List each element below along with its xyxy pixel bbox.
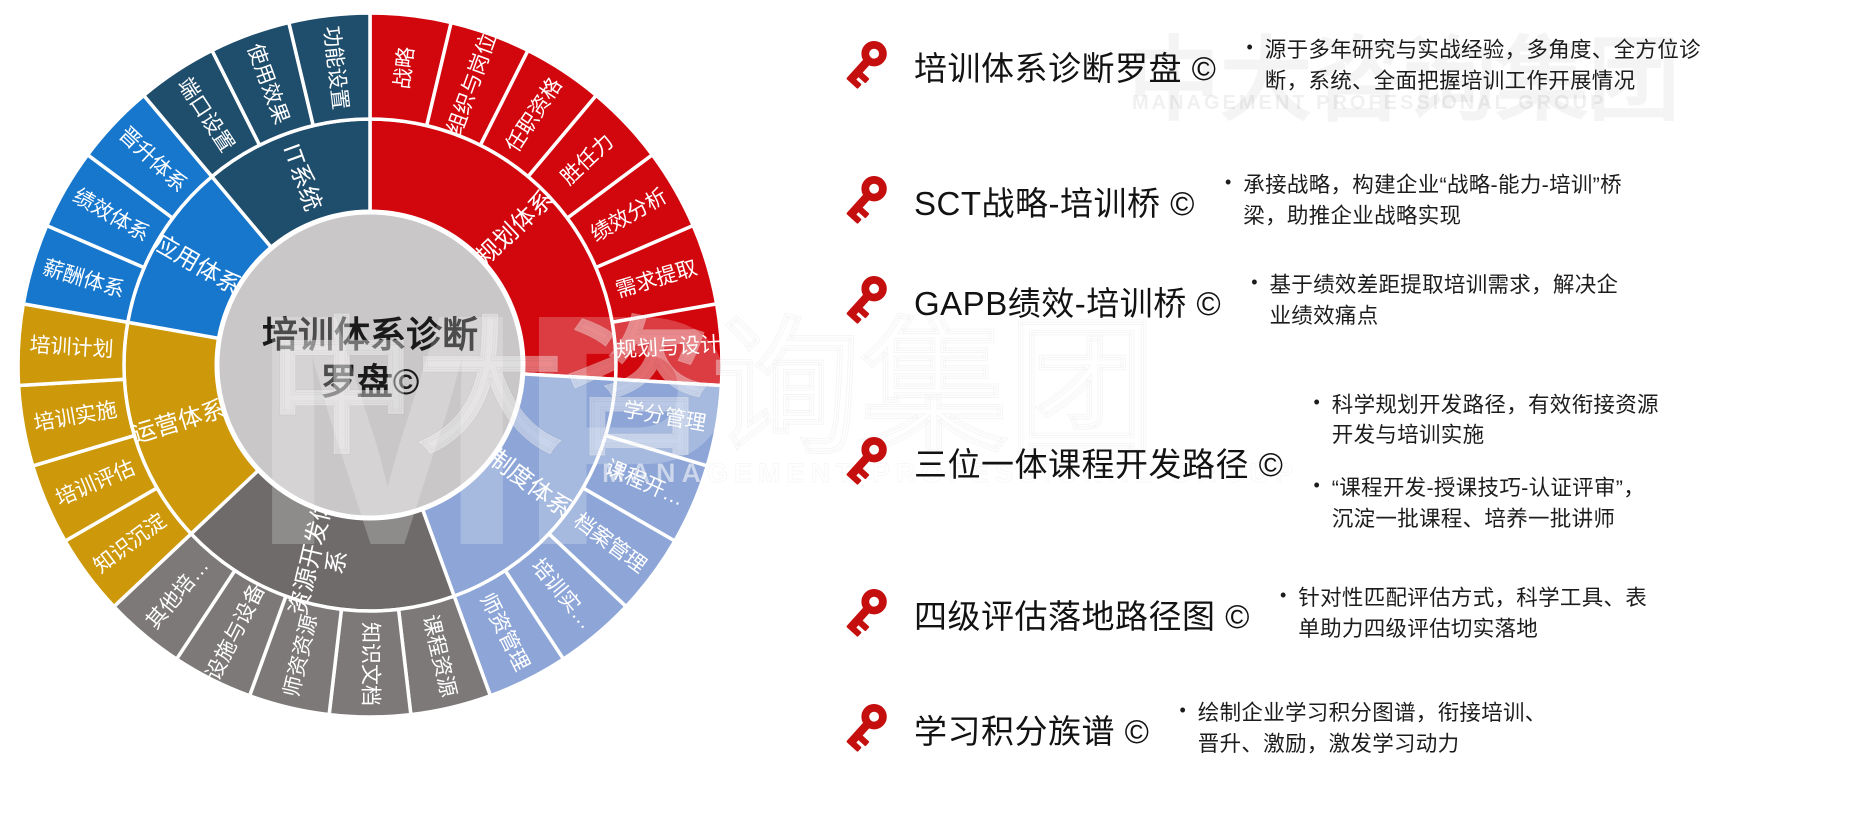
method-item: 三位一体课程开发路径 © • 科学规划开发路径，有效衔接资源 开发与培训实施 • “课程… <box>838 378 1659 546</box>
method-title: SCT战略-培训桥 © <box>914 185 1195 222</box>
leaf-segment-功能设置 <box>286 11 372 128</box>
compass-center-title-line2: 罗盘© <box>321 361 420 402</box>
bullet-icon: • <box>1246 37 1253 58</box>
method-bullet: • 源于多年研究与实战经验，多角度、全方位诊 断，系统、全面把握培训工作开展情况 <box>1246 35 1700 96</box>
method-bullet: • 绘制企业学习积分图谱，衔接培训、 晋升、激励，激发学习动力 <box>1179 698 1546 759</box>
method-item: 培训体系诊断罗盘 © • 源于多年研究与实战经验，多角度、全方位诊 断，系统、全面把… <box>838 20 1701 112</box>
bullet-icon: • <box>1279 585 1287 606</box>
compass-center-title: 培训体系诊断 <box>262 314 478 355</box>
leaf-label-培训计划: 培训计划 <box>29 334 114 362</box>
leaf-label-知识文档: 知识文档 <box>359 622 382 706</box>
bullet-icon: • <box>1251 272 1258 293</box>
method-bullet: • 针对性匹配评估方式，科学工具、表 单助力四级评估切实落地 <box>1280 583 1647 644</box>
bullet-icon: • <box>1224 172 1232 193</box>
method-description: “课程开发-授课技巧-认证评审”， 沉淀一批课程、培养一批讲师 <box>1331 476 1646 531</box>
key-icon <box>846 175 887 224</box>
bullet-icon: • <box>1313 391 1320 412</box>
method-description: 承接战略，构建企业“战略-能力-培训”桥 梁，助推企业战略实现 <box>1243 173 1622 228</box>
method-description: 基于绩效差距提取培训需求，解决企 业绩效痛点 <box>1269 273 1619 328</box>
training-compass-sunburst: 规划体系战略组织与岗位任职资格胜任力绩效分析需求提取规划与设计制度体系学分管理课… <box>16 11 724 719</box>
method-bullets: • 科学规划开发路径，有效衔接资源 开发与培训实施 • “课程开发-授课技巧-认证评审… <box>1313 390 1658 534</box>
method-description: 科学规划开发路径，有效衔接资源 开发与培训实施 <box>1331 392 1659 448</box>
method-bullets: • 针对性匹配评估方式，科学工具、表 单助力四级评估切实落地 <box>1280 583 1647 644</box>
method-title: GAPB绩效-培训桥 © <box>914 285 1222 322</box>
method-title: 学习积分族谱 © <box>914 713 1150 750</box>
method-item: GAPB绩效-培训桥 © • 基于绩效差距提取培训需求，解决企 业绩效痛点 <box>838 255 1618 347</box>
key-icon <box>846 588 887 637</box>
method-item: 四级评估落地路径图 © • 针对性匹配评估方式，科学工具、表 单助力四级评估切实落地 <box>838 568 1647 660</box>
method-bullets: • 承接战略，构建企业“战略-能力-培训”桥 梁，助推企业战略实现 <box>1225 170 1622 231</box>
method-bullet: • 科学规划开发路径，有效衔接资源 开发与培训实施 <box>1313 390 1658 451</box>
key-icon <box>846 703 887 752</box>
method-title: 四级评估落地路径图 © <box>914 598 1250 635</box>
leaf-label-战略: 战略 <box>391 46 419 90</box>
method-title: 三位一体课程开发路径 © <box>914 446 1284 483</box>
compass-center-circle <box>214 209 526 521</box>
key-icon <box>846 436 887 485</box>
bullet-icon: • <box>1179 700 1186 721</box>
method-title: 培训体系诊断罗盘 © <box>914 50 1217 87</box>
method-bullets: • 源于多年研究与实战经验，多角度、全方位诊 断，系统、全面把握培训工作开展情况 <box>1246 35 1700 96</box>
method-bullet: • 承接战略，构建企业“战略-能力-培训”桥 梁，助推企业战略实现 <box>1225 170 1622 231</box>
bullet-icon: • <box>1313 475 1320 495</box>
method-bullets: • 绘制企业学习积分图谱，衔接培训、 晋升、激励，激发学习动力 <box>1179 698 1546 759</box>
key-icon <box>846 275 887 324</box>
method-description: 绘制企业学习积分图谱，衔接培训、 晋升、激励，激发学习动力 <box>1197 701 1547 756</box>
method-bullet: • “课程开发-授课技巧-认证评审”， 沉淀一批课程、培养一批讲师 <box>1313 473 1658 534</box>
key-icon <box>846 40 887 89</box>
method-bullet: • 基于绩效差距提取培训需求，解决企 业绩效痛点 <box>1251 270 1618 331</box>
method-description: 针对性匹配评估方式，科学工具、表 单助力四级评估切实落地 <box>1298 586 1648 641</box>
method-item: SCT战略-培训桥 © • 承接战略，构建企业“战略-能力-培训”桥 梁，助推企业战… <box>838 155 1622 247</box>
method-bullets: • 基于绩效差距提取培训需求，解决企 业绩效痛点 <box>1251 270 1618 331</box>
method-description: 源于多年研究与实战经验，多角度、全方位诊 断，系统、全面把握培训工作开展情况 <box>1264 38 1701 93</box>
method-item: 学习积分族谱 © • 绘制企业学习积分图谱，衔接培训、 晋升、激励，激发学习动力 <box>838 683 1547 775</box>
